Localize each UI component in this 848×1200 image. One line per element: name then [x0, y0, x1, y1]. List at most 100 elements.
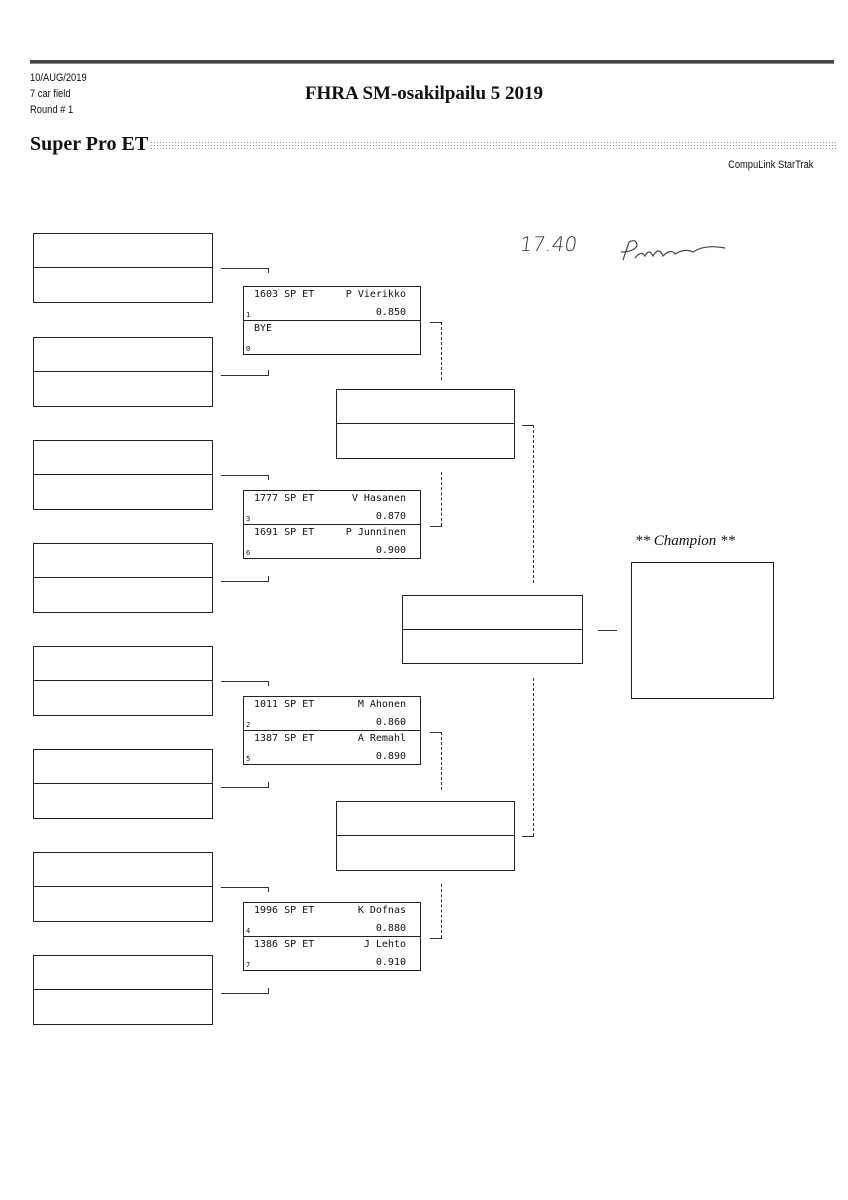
connector-line: [221, 475, 269, 476]
lane-box: [33, 233, 213, 303]
dial-in: 0.870: [375, 510, 406, 522]
seed: 3: [246, 514, 251, 523]
connector-tick: [268, 782, 269, 787]
dial-in: 0.850: [375, 306, 406, 318]
box-slot: [403, 596, 582, 630]
top-rule: [30, 60, 834, 64]
handwritten-time: 17.40: [518, 232, 579, 256]
matchup-box: 1777 SP ET V Hasanen 3 0.870 1691 SP ET P Jun…: [243, 490, 421, 559]
dial-in: 0.860: [375, 716, 406, 728]
box-slot: [337, 802, 514, 836]
driver-name: P Vierikko: [345, 289, 406, 300]
connector-line: [430, 938, 442, 939]
connector-line: [430, 526, 442, 527]
box-slot: [34, 372, 212, 406]
box-slot: [34, 441, 212, 475]
box-slot: [337, 390, 514, 424]
driver-name: J Lehto: [363, 938, 406, 950]
car-number: 1387 SP ET: [254, 732, 315, 744]
lane-box: [33, 337, 213, 407]
lane-box: [33, 852, 213, 922]
connector-tick: [268, 887, 269, 892]
box-slot: [34, 234, 212, 268]
round2-box: [336, 801, 515, 871]
lane-box: [33, 955, 213, 1025]
event-title: FHRA SM-osakilpailu 5 2019: [304, 83, 544, 104]
dial-in: 0.880: [375, 922, 406, 934]
connector-tick: [268, 681, 269, 686]
driver-name: P Junninen: [345, 526, 406, 538]
box-slot: [34, 750, 212, 784]
car-number: 1691 SP ET: [254, 526, 315, 538]
lane-box: [33, 646, 213, 716]
box-slot: [34, 544, 212, 578]
lane-box: [33, 543, 213, 613]
dial-in: 0.900: [375, 545, 406, 556]
box-slot: [337, 836, 514, 870]
box-slot: [34, 853, 212, 887]
handwritten-signature: [620, 240, 726, 261]
car-number: 1011 SP ET: [254, 699, 315, 710]
dotted-fill: [150, 141, 838, 150]
box-slot: [34, 338, 212, 372]
racer-slot: 1777 SP ET V Hasanen 3 0.870: [244, 491, 420, 525]
dashed-connector: [533, 678, 534, 836]
seed: 5: [246, 755, 251, 763]
champion-label: ** Champion **: [635, 533, 736, 549]
box-slot: [337, 424, 514, 458]
driver-name: V Hasanen: [351, 493, 406, 504]
connector-line: [221, 375, 269, 376]
seed: 0: [246, 345, 251, 353]
connector-line: [522, 425, 534, 426]
driver-name: K Dofnas: [357, 905, 406, 916]
box-slot: [34, 956, 212, 990]
connector-line: [221, 268, 269, 269]
connector-line: [221, 787, 269, 788]
box-slot: [403, 630, 582, 664]
connector-line: [522, 836, 534, 837]
box-slot: [34, 887, 212, 921]
box-slot: [34, 578, 212, 612]
dial-in: 0.890: [375, 751, 406, 762]
connector-line: [430, 732, 442, 733]
dashed-connector: [441, 732, 442, 790]
car-number: 1603 SP ET: [254, 289, 315, 300]
brand-label: CompuLink StarTrak: [727, 159, 813, 171]
class-title: Super Pro ET: [30, 133, 149, 155]
racer-slot: BYE 0: [244, 321, 420, 355]
box-slot: [34, 990, 212, 1024]
connector-line: [598, 630, 617, 631]
car-number: 1777 SP ET: [254, 493, 315, 504]
car-number: 1386 SP ET: [254, 938, 315, 950]
seed: 2: [246, 720, 251, 729]
round2-box: [336, 389, 515, 459]
dashed-connector: [441, 322, 442, 380]
box-slot: [34, 475, 212, 509]
box-slot: [34, 784, 212, 818]
connector-line: [221, 993, 269, 994]
dashed-connector: [441, 472, 442, 526]
lane-box: [33, 440, 213, 510]
driver-name: M Ahonen: [357, 699, 406, 710]
round3-box: [402, 595, 583, 664]
connector-tick: [268, 475, 269, 480]
field-size: 7 car field: [30, 88, 71, 100]
connector-line: [430, 322, 442, 323]
seed: 7: [246, 961, 251, 969]
car-number: 1996 SP ET: [254, 905, 315, 916]
dial-in: 0.910: [375, 957, 406, 968]
car-number: BYE: [254, 322, 273, 334]
dashed-connector: [441, 884, 442, 938]
box-slot: [34, 681, 212, 715]
matchup-box: 1011 SP ET M Ahonen 2 0.860 1387 SP ET A Rema…: [243, 696, 421, 765]
event-date: 10/AUG/2019: [30, 72, 87, 84]
driver-name: A Remahl: [357, 732, 406, 744]
connector-tick: [268, 988, 269, 993]
connector-line: [221, 887, 269, 888]
connector-tick: [268, 576, 269, 581]
